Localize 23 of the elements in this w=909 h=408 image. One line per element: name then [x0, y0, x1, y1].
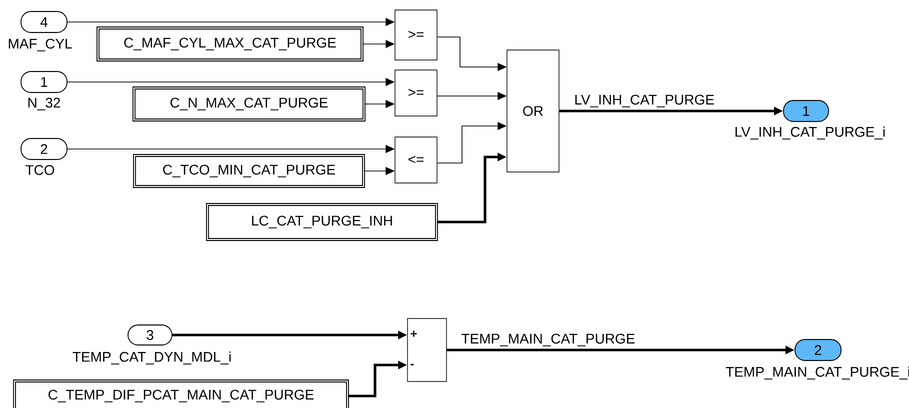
constant-block: C_TEMP_DIF_PCAT_MAIN_CAT_PURGE	[13, 380, 349, 408]
constant-block: C_MAF_CYL_MAX_CAT_PURGE	[96, 26, 364, 62]
inport-pill: 4	[20, 11, 68, 33]
port-label: LV_INH_CAT_PURGE_i	[736, 126, 885, 140]
port-label: MAF_CYL	[8, 38, 72, 52]
constant-block: C_N_MAX_CAT_PURGE	[132, 86, 366, 122]
port-label: TCO	[26, 165, 54, 175]
constant-block: LC_CAT_PURGE_INH	[206, 203, 438, 241]
relational-operator-block: <=	[394, 136, 438, 184]
inport-pill: 2	[20, 138, 68, 160]
sum-block: + -	[407, 318, 447, 382]
outport-pill: 1	[783, 100, 829, 122]
edge-label: LV_INH_CAT_PURGE	[573, 94, 716, 108]
relational-operator-block: >=	[394, 70, 438, 116]
inport-pill: 3	[128, 324, 172, 346]
outport-pill: 2	[794, 339, 842, 361]
inport-pill: 1	[20, 71, 68, 93]
port-label: N_32	[28, 98, 60, 110]
logical-operator-block: OR	[506, 50, 560, 172]
relational-operator-block: >=	[394, 10, 438, 60]
port-label: TEMP_CAT_DYN_MDL_i	[72, 352, 231, 364]
edge-label: TEMP_MAIN_CAT_PURGE	[460, 332, 636, 348]
constant-block: C_TCO_MIN_CAT_PURGE	[133, 154, 365, 188]
